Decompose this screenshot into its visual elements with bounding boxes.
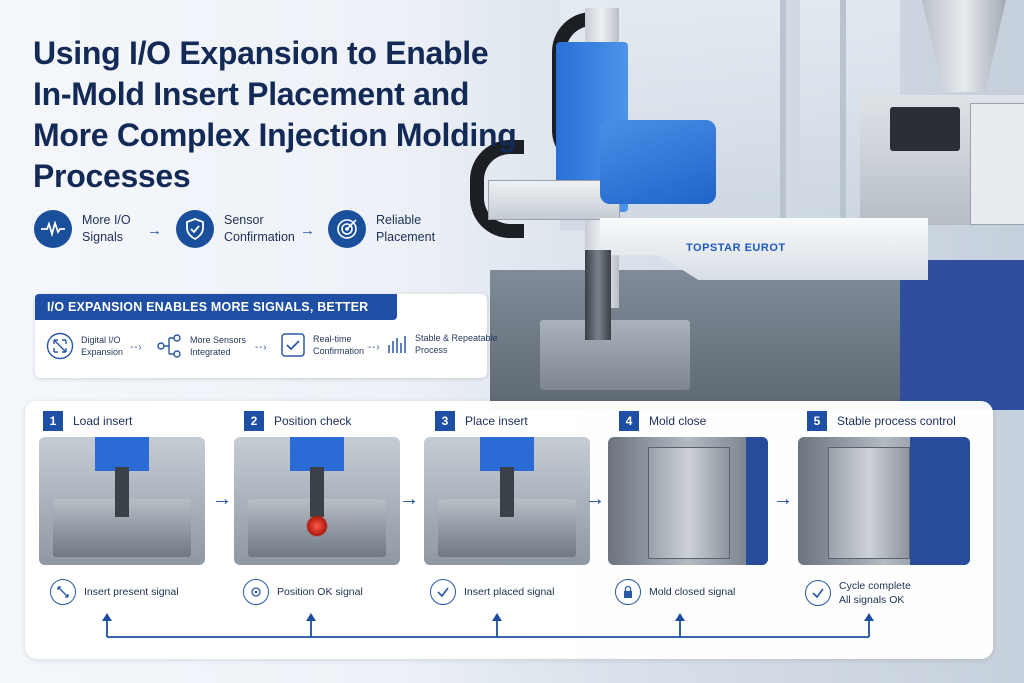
io-banner: I/O EXPANSION ENABLES MORE SIGNALS, BETT… [35, 294, 397, 340]
signal-cycle-complete: Cycle complete All signals OK [805, 579, 911, 607]
step-title: Load insert [73, 414, 133, 428]
io-item-confirmation: Real-time Confirmation [280, 332, 373, 358]
step-3-photo [424, 437, 590, 565]
crosshair-icon [243, 579, 269, 605]
io-item-stable: Stable & Repeatable Process [386, 332, 505, 356]
feature-label: More I/O Signals [82, 213, 131, 244]
step-title: Place insert [465, 414, 528, 428]
feature-reliable-placement: Reliable Placement [328, 210, 456, 248]
step-1-photo [39, 437, 205, 565]
signal-insert-placed: Insert placed signal [430, 579, 554, 605]
arrow-right-icon: → [773, 488, 793, 510]
signal-label: Insert placed signal [464, 586, 555, 598]
network-nodes-icon [157, 334, 181, 358]
step-number: 1 [43, 411, 63, 431]
expand-arrows-icon [46, 332, 74, 360]
robot-gripper [585, 250, 611, 340]
check-circle-icon [805, 580, 831, 606]
step-1-header: 1 Load insert [43, 411, 132, 431]
signal-label: Cycle complete All signals OK [839, 580, 911, 606]
step-title: Mold close [649, 414, 707, 428]
page-title: Using I/O Expansion to Enable In-Mold In… [33, 35, 517, 194]
check-circle-icon [430, 579, 456, 605]
injection-unit [860, 95, 1024, 225]
robot-slide [488, 180, 620, 220]
step-2-photo [234, 437, 400, 565]
step-3-header: 3 Place insert [435, 411, 528, 431]
feature-sensor-confirmation: Sensor Confirmation [176, 210, 304, 248]
io-item-label: Real-time Confirmation [313, 334, 365, 356]
mold-plate [540, 320, 690, 390]
arrow-right-icon: → [147, 222, 162, 239]
shield-check-icon [176, 210, 214, 248]
arrow-right-icon: → [300, 222, 315, 239]
io-item-label: More Sensors Integrated [190, 335, 247, 357]
dashed-arrow-icon: - - › [130, 342, 142, 353]
checkbox-icon [281, 333, 305, 357]
lock-icon [615, 579, 641, 605]
step-number: 4 [619, 411, 639, 431]
pulse-icon [34, 210, 72, 248]
step-title: Position check [274, 414, 352, 428]
dashed-arrow-icon: - - › [368, 342, 380, 353]
step-5-photo [798, 437, 970, 565]
signal-mold-closed: Mold closed signal [615, 579, 735, 605]
feature-label: Sensor Confirmation [224, 213, 295, 244]
machine-guard [900, 260, 1024, 410]
step-5-header: 5 Stable process control [807, 411, 956, 431]
step-4-photo [608, 437, 768, 565]
expand-arrows-icon [50, 579, 76, 605]
io-item-digital: Digital I/O Expansion [46, 332, 131, 360]
step-number: 5 [807, 411, 827, 431]
dashed-arrow-icon: - - › [255, 342, 267, 353]
io-item-sensors: More Sensors Integrated [155, 332, 254, 360]
arrow-right-icon: → [399, 488, 419, 510]
signal-label: Insert present signal [84, 586, 179, 598]
step-number: 2 [244, 411, 264, 431]
target-icon [328, 210, 366, 248]
step-number: 3 [435, 411, 455, 431]
step-2-header: 2 Position check [244, 411, 351, 431]
io-item-label: Digital I/O Expansion [81, 335, 124, 357]
signal-label: Position OK signal [277, 586, 363, 598]
robot-head [600, 120, 716, 204]
signal-label: Mold closed signal [649, 586, 736, 598]
io-item-label: Stable & Repeatable Process [415, 333, 498, 355]
bars-icon [388, 336, 406, 353]
step-4-header: 4 Mold close [619, 411, 706, 431]
machine-label: TOPSTAR EUROT [686, 242, 786, 254]
feature-label: Reliable Placement [376, 213, 436, 244]
signal-position-ok: Position OK signal [243, 579, 363, 605]
signal-insert-present: Insert present signal [50, 579, 179, 605]
arrow-right-icon: → [212, 488, 232, 510]
step-title: Stable process control [837, 414, 956, 428]
arrow-right-icon: → [585, 488, 605, 510]
feature-io-signals: More I/O Signals [34, 210, 162, 248]
